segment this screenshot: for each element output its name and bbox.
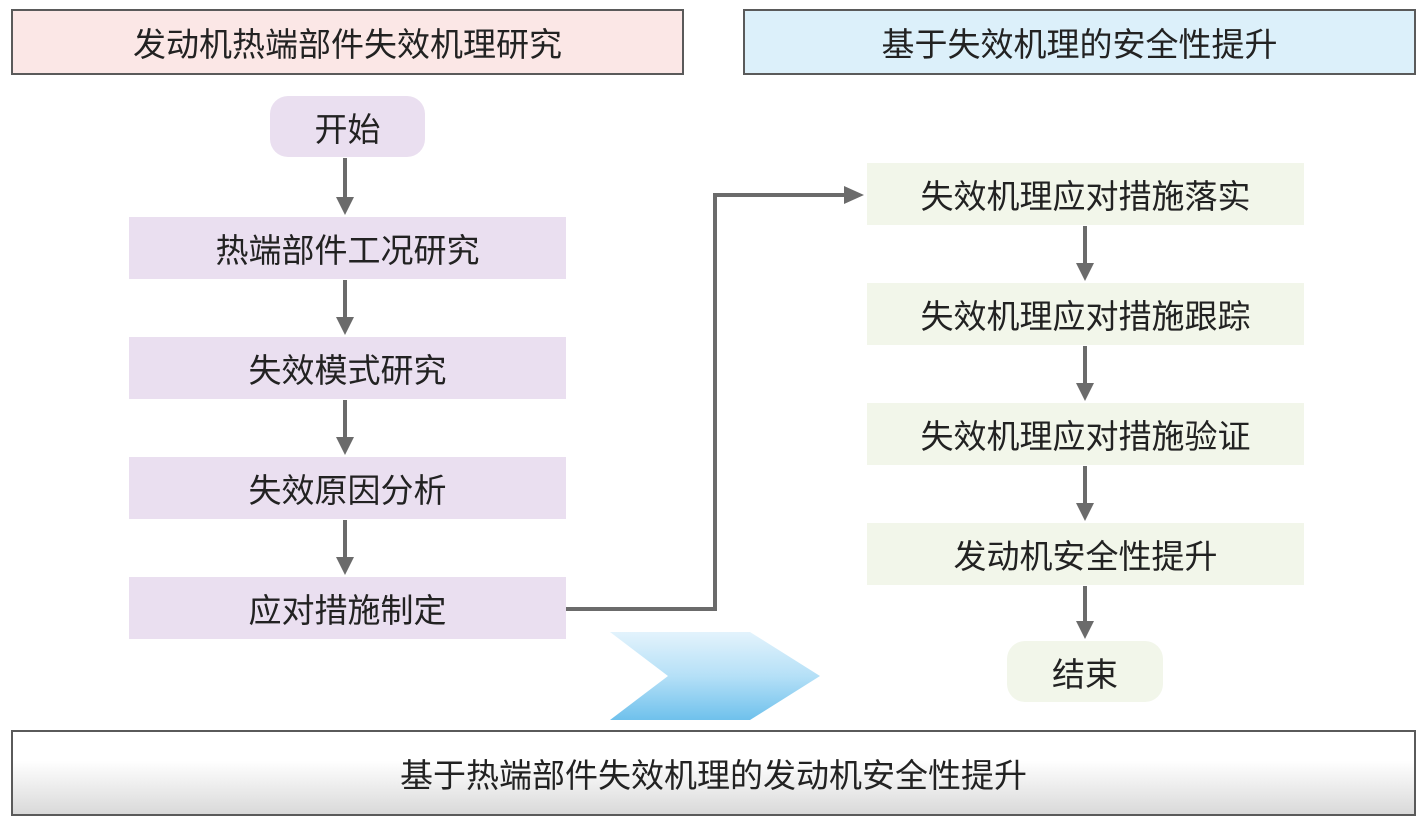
right-section-header: 基于失效机理的安全性提升 xyxy=(743,9,1416,75)
right-step-1-label: 失效机理应对措施落实 xyxy=(920,177,1251,216)
end-node: 结束 xyxy=(1007,641,1163,702)
right-connector-1 xyxy=(1076,226,1094,281)
left-step-2-label: 失效模式研究 xyxy=(248,351,447,390)
left-step-3: 失效原因分析 xyxy=(129,457,566,519)
left-step-4-label: 应对措施制定 xyxy=(248,591,447,630)
left-section-header: 发动机热端部件失效机理研究 xyxy=(11,9,684,75)
left-connector-3 xyxy=(336,400,354,455)
right-step-3: 失效机理应对措施验证 xyxy=(867,403,1304,465)
left-step-1: 热端部件工况研究 xyxy=(129,217,566,279)
left-step-2: 失效模式研究 xyxy=(129,337,566,399)
right-step-4: 发动机安全性提升 xyxy=(867,523,1304,585)
start-node-label: 开始 xyxy=(314,109,381,149)
left-step-3-label: 失效原因分析 xyxy=(248,471,447,510)
left-connector-2 xyxy=(336,280,354,335)
right-step-2: 失效机理应对措施跟踪 xyxy=(867,283,1304,345)
end-node-label: 结束 xyxy=(1052,654,1118,694)
footer-banner-text: 基于热端部件失效机理的发动机安全性提升 xyxy=(400,756,1027,795)
start-node: 开始 xyxy=(270,96,425,157)
big-progress-arrow xyxy=(610,632,820,720)
right-connector-2 xyxy=(1076,346,1094,401)
right-step-4-label: 发动机安全性提升 xyxy=(953,537,1218,576)
left-step-1-label: 热端部件工况研究 xyxy=(215,231,480,270)
left-step-4: 应对措施制定 xyxy=(129,577,566,639)
right-step-2-label: 失效机理应对措施跟踪 xyxy=(920,297,1251,336)
left-connector-1 xyxy=(336,158,354,215)
cross-connector xyxy=(566,186,864,611)
right-section-header-text: 基于失效机理的安全性提升 xyxy=(881,25,1278,64)
right-connector-4 xyxy=(1076,586,1094,639)
left-connector-4 xyxy=(336,520,354,575)
right-connector-3 xyxy=(1076,466,1094,521)
footer-banner: 基于热端部件失效机理的发动机安全性提升 xyxy=(11,730,1416,816)
right-step-3-label: 失效机理应对措施验证 xyxy=(920,417,1251,456)
right-step-1: 失效机理应对措施落实 xyxy=(867,163,1304,225)
left-section-header-text: 发动机热端部件失效机理研究 xyxy=(133,25,562,64)
